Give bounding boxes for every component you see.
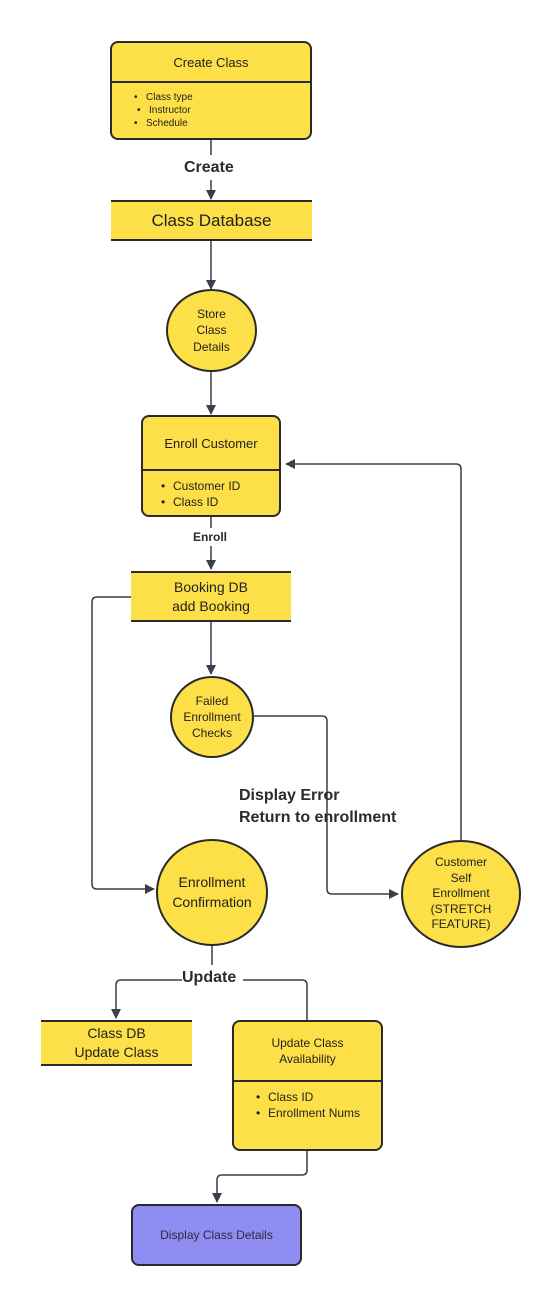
node-label-line: add Booking [172, 597, 250, 614]
node-label-line: Details [193, 339, 230, 354]
node-label-line: FEATURE) [431, 917, 491, 932]
node-label-line: Enrollment [183, 709, 241, 724]
connector-availability-to-display [212, 1151, 308, 1203]
class-db-update-node[interactable]: Class DB Update Class [41, 1020, 192, 1066]
node-label-line: Failed [195, 693, 229, 708]
node-label-line: Booking DB [174, 578, 248, 595]
connector-update-to-availability [243, 979, 308, 1020]
enroll-customer-attributes: Customer ID Class ID [143, 471, 279, 510]
node-label-line: Self [450, 870, 472, 885]
connector-failed-to-self-enrollment [254, 715, 399, 899]
enrollment-confirmation-node[interactable]: Enrollment Confirmation [156, 839, 268, 946]
booking-db-node[interactable]: Booking DB add Booking [131, 571, 291, 622]
list-item: Schedule [134, 117, 310, 130]
failed-enrollment-checks-node[interactable]: Failed Enrollment Checks [170, 676, 254, 758]
node-label-line: Customer [434, 855, 487, 870]
node-label-line: Update Class [74, 1044, 159, 1060]
update-label: Update [182, 969, 237, 986]
node-label-line: Enrollment [178, 873, 246, 890]
list-item: Instructor [137, 104, 310, 117]
enroll-customer-node[interactable]: Enroll Customer Customer ID Class ID [141, 415, 281, 517]
node-label-line: Checks [191, 726, 232, 741]
display-class-details-label: Display Class Details [160, 1228, 273, 1242]
list-item: Class ID [256, 1090, 361, 1106]
create-class-node[interactable]: Create Class Class type Instructor Sched… [110, 41, 312, 140]
class-database-label: Class Database [151, 210, 272, 230]
store-class-details-node[interactable]: Store Class Details [166, 289, 257, 372]
display-error-label: Display Error Return to enrollment [239, 785, 396, 828]
create-class-title: Create Class [112, 43, 310, 83]
connector-update-to-class-db [111, 979, 182, 1019]
update-availability-title: Update Class Availability [234, 1022, 381, 1082]
list-item: Class type [134, 91, 310, 104]
node-label-line: Update Class [271, 1035, 344, 1050]
node-label-line: Display Error [239, 787, 340, 804]
connector-self-enrollment-to-enroll [285, 459, 462, 840]
create-class-attributes: Class type Instructor Schedule [112, 83, 310, 130]
node-label-line: Store [197, 307, 226, 322]
customer-self-enrollment-node[interactable]: Customer Self Enrollment (STRETCH FEATUR… [401, 840, 521, 948]
node-label-line: Class DB [87, 1025, 146, 1042]
display-class-details-node[interactable]: Display Class Details [131, 1204, 302, 1266]
list-item: Customer ID [161, 479, 279, 495]
enroll-label: Enroll [193, 530, 228, 544]
update-availability-attributes: Class ID Enrollment Nums [234, 1082, 381, 1121]
node-label-line: Confirmation [172, 893, 252, 910]
node-label-line: Availability [279, 1052, 336, 1066]
node-label-line: Return to enrollment [239, 808, 397, 826]
node-label-line: Class [196, 323, 227, 338]
update-class-availability-node[interactable]: Update Class Availability Class ID Enrol… [232, 1020, 383, 1151]
list-item: Enrollment Nums [256, 1106, 361, 1122]
connector-booking-to-confirmation [91, 596, 155, 894]
node-label-line: (STRETCH [430, 901, 492, 916]
create-label: Create [184, 159, 234, 176]
class-database-node[interactable]: Class Database [111, 200, 312, 241]
node-label-line: Enrollment [432, 886, 490, 901]
enroll-customer-title: Enroll Customer [143, 417, 279, 471]
list-item: Class ID [161, 495, 279, 511]
